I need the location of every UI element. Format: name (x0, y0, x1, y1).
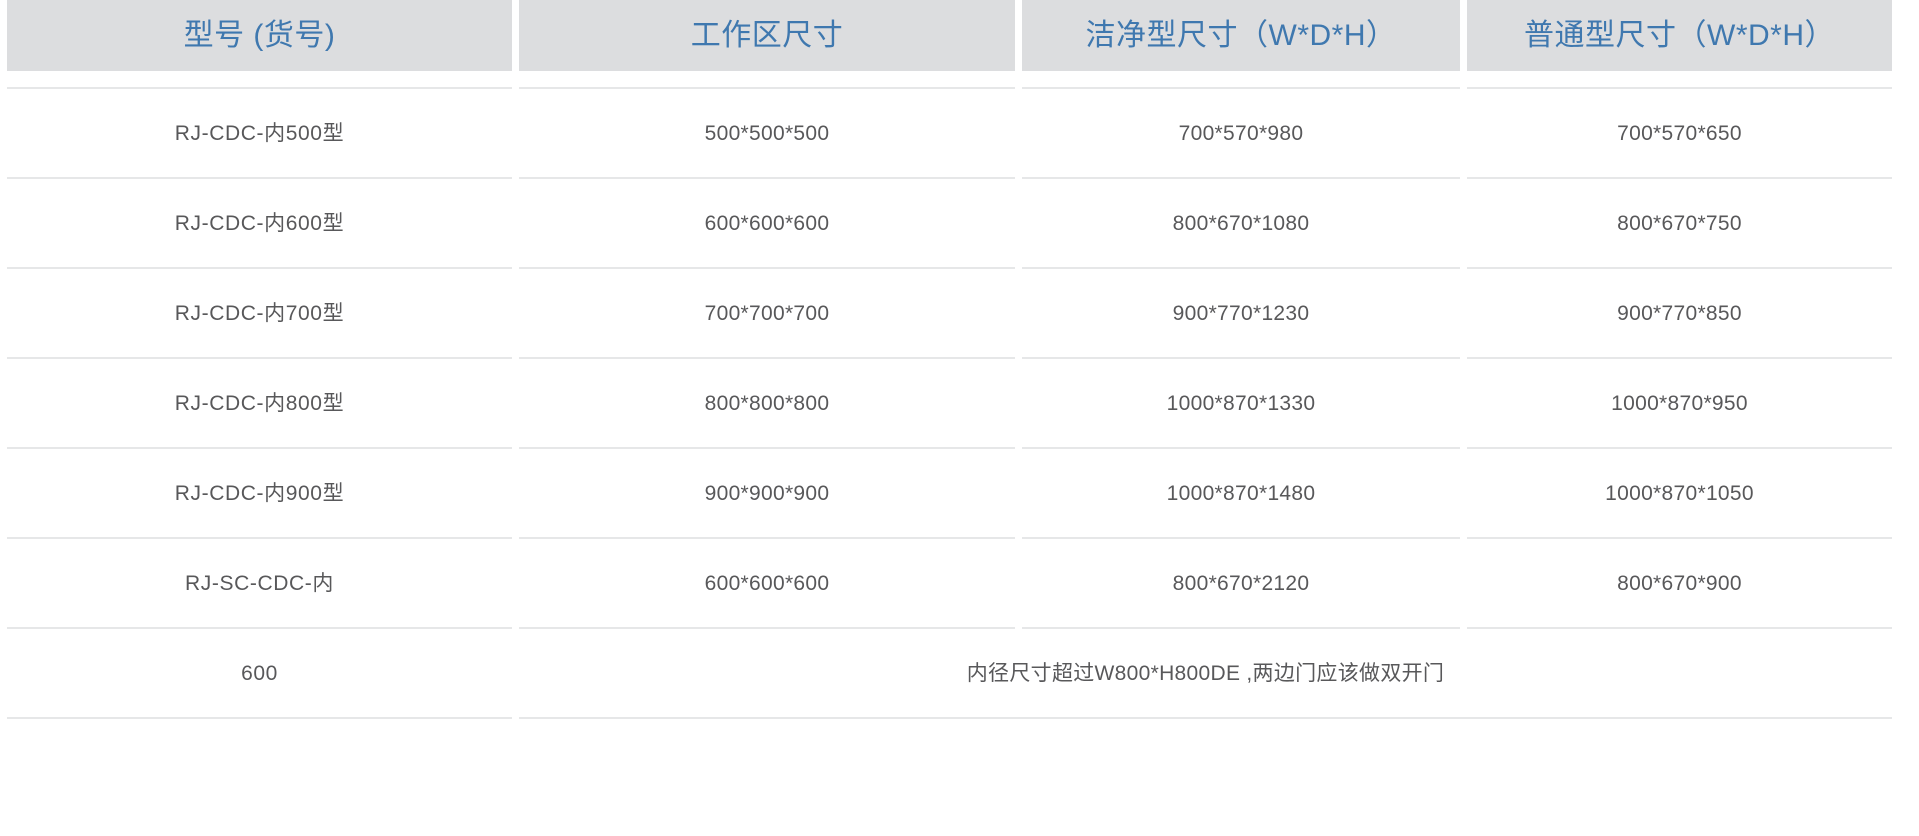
spacer-cell (7, 71, 512, 89)
cell-model: RJ-CDC-内900型 (7, 449, 512, 539)
cell-model: RJ-CDC-内600型 (7, 179, 512, 269)
column-header-model: 型号 (货号) (7, 0, 512, 71)
table-header-row: 型号 (货号) 工作区尺寸 洁净型尺寸（W*D*H） 普通型尺寸（W*D*H） (7, 0, 1892, 71)
cell-model: RJ-SC-CDC-内 (7, 539, 512, 629)
product-specification-table: 型号 (货号) 工作区尺寸 洁净型尺寸（W*D*H） 普通型尺寸（W*D*H） … (7, 0, 1892, 719)
table-row: RJ-SC-CDC-内 600*600*600 800*670*2120 800… (7, 539, 1892, 629)
cell-work-area-size: 700*700*700 (519, 269, 1015, 359)
column-header-work-area-size: 工作区尺寸 (519, 0, 1015, 71)
table-top-spacer-row (7, 71, 1892, 89)
cell-clean-type-size: 800*670*1080 (1022, 179, 1460, 269)
cell-normal-type-size: 800*670*900 (1467, 539, 1892, 629)
cell-work-area-size: 500*500*500 (519, 89, 1015, 179)
cell-model: RJ-CDC-内500型 (7, 89, 512, 179)
cell-clean-type-size: 700*570*980 (1022, 89, 1460, 179)
table-row: RJ-CDC-内700型 700*700*700 900*770*1230 90… (7, 269, 1892, 359)
table-row: RJ-CDC-内900型 900*900*900 1000*870*1480 1… (7, 449, 1892, 539)
cell-normal-type-size: 1000*870*1050 (1467, 449, 1892, 539)
cell-clean-type-size: 800*670*2120 (1022, 539, 1460, 629)
cell-work-area-size: 800*800*800 (519, 359, 1015, 449)
table-row: RJ-CDC-内800型 800*800*800 1000*870*1330 1… (7, 359, 1892, 449)
cell-normal-type-size: 900*770*850 (1467, 269, 1892, 359)
cell-normal-type-size: 700*570*650 (1467, 89, 1892, 179)
column-header-normal-type-size: 普通型尺寸（W*D*H） (1467, 0, 1892, 71)
table-header: 型号 (货号) 工作区尺寸 洁净型尺寸（W*D*H） 普通型尺寸（W*D*H） (7, 0, 1892, 71)
spacer-cell (1022, 71, 1460, 89)
spacer-cell (519, 71, 1015, 89)
table-body: RJ-CDC-内500型 500*500*500 700*570*980 700… (7, 71, 1892, 719)
table-row: RJ-CDC-内600型 600*600*600 800*670*1080 80… (7, 179, 1892, 269)
cell-footer-note: 内径尺寸超过W800*H800DE ,两边门应该做双开门 (519, 629, 1892, 719)
table-footer-row: 600 内径尺寸超过W800*H800DE ,两边门应该做双开门 (7, 629, 1892, 719)
cell-footer-model: 600 (7, 629, 512, 719)
cell-work-area-size: 600*600*600 (519, 539, 1015, 629)
cell-normal-type-size: 1000*870*950 (1467, 359, 1892, 449)
table-row: RJ-CDC-内500型 500*500*500 700*570*980 700… (7, 89, 1892, 179)
cell-clean-type-size: 1000*870*1330 (1022, 359, 1460, 449)
column-header-clean-type-size: 洁净型尺寸（W*D*H） (1022, 0, 1460, 71)
cell-model: RJ-CDC-内800型 (7, 359, 512, 449)
cell-clean-type-size: 1000*870*1480 (1022, 449, 1460, 539)
cell-work-area-size: 900*900*900 (519, 449, 1015, 539)
cell-clean-type-size: 900*770*1230 (1022, 269, 1460, 359)
cell-work-area-size: 600*600*600 (519, 179, 1015, 269)
spacer-cell (1467, 71, 1892, 89)
cell-model: RJ-CDC-内700型 (7, 269, 512, 359)
cell-normal-type-size: 800*670*750 (1467, 179, 1892, 269)
